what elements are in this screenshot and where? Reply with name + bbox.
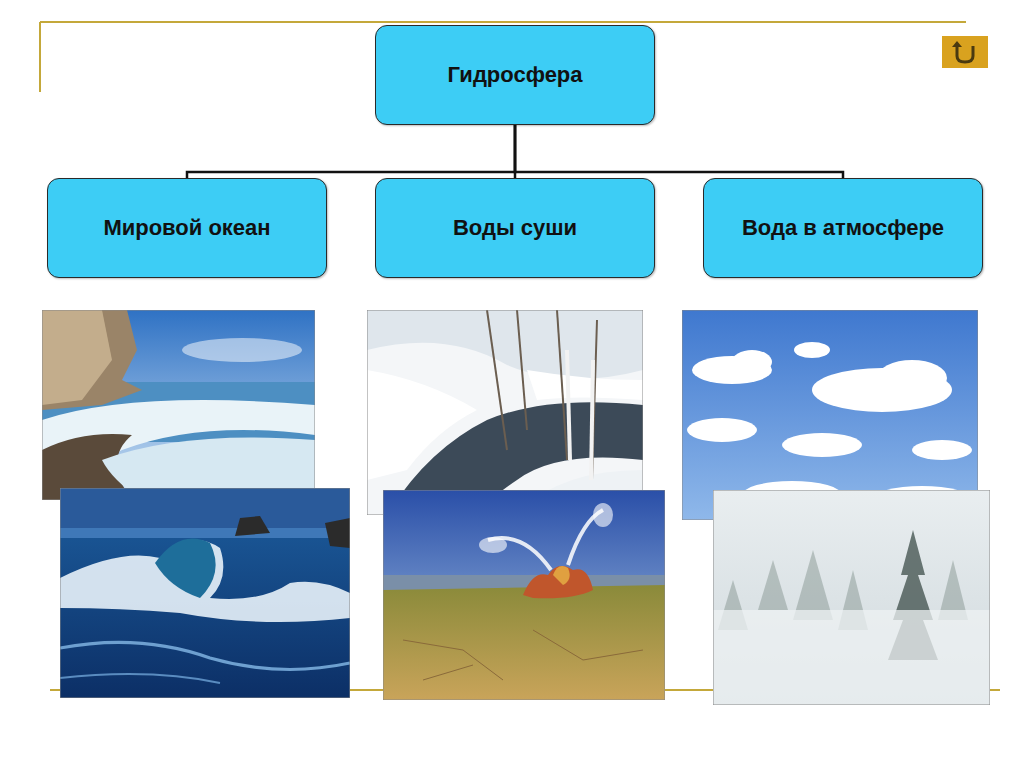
beach-photo bbox=[42, 310, 315, 500]
fog-forest-photo bbox=[713, 490, 990, 705]
box-label: Мировой океан bbox=[103, 215, 270, 241]
category-box: Вода в атмосфере bbox=[703, 178, 983, 278]
tree-connector bbox=[187, 125, 515, 178]
box-label: Гидросфера bbox=[447, 62, 582, 88]
box-content: Гидросфера bbox=[447, 62, 582, 88]
box-content: Мировой океан bbox=[103, 215, 270, 241]
winter-river-photo bbox=[367, 310, 643, 515]
frame-line bbox=[39, 22, 41, 92]
category-box: Воды суши bbox=[375, 178, 655, 278]
frame-line bbox=[40, 21, 966, 23]
return-icon bbox=[942, 36, 988, 68]
tree-connector bbox=[515, 125, 843, 178]
ocean-wave-photo bbox=[60, 488, 350, 698]
category-box: Мировой океан bbox=[47, 178, 327, 278]
clouds-photo bbox=[682, 310, 978, 520]
box-content: Воды суши bbox=[453, 215, 577, 241]
geyser-photo bbox=[383, 490, 665, 700]
box-label: Вода в атмосфере bbox=[742, 215, 944, 241]
box-label: Воды суши bbox=[453, 215, 577, 241]
category-box: Гидросфера bbox=[375, 25, 655, 125]
box-content: Вода в атмосфере bbox=[742, 215, 944, 241]
